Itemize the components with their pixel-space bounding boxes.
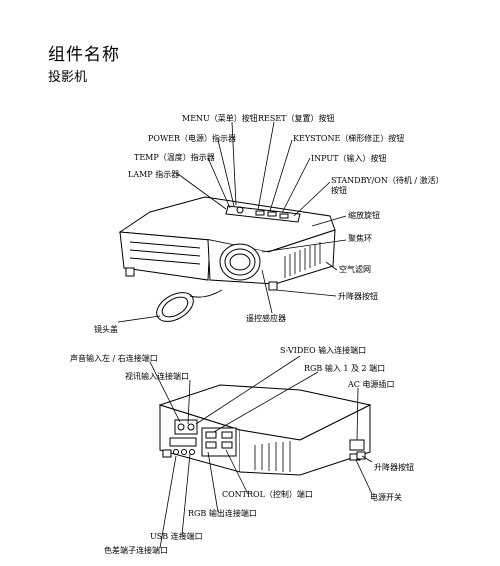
label-power-switch: 电源开关	[370, 493, 402, 502]
label-menu-button: MENU（菜单）按钮	[182, 114, 258, 123]
label-power-indicator: POWER（电源）指示器	[148, 134, 237, 143]
label-control-port: CONTROL（控制）端口	[222, 490, 313, 499]
projector-rear-view-illustration	[158, 384, 372, 476]
label-standby-button: STANDBY/ON（待机 / 激活）	[331, 176, 444, 185]
label-svideo-port: S-VIDEO 输入连接端口	[280, 346, 367, 355]
label-component-port: 色差端子连接端口	[104, 546, 168, 555]
label-ac-inlet: AC 电源插口	[348, 380, 395, 389]
label-reset-button: RESET（复置）按钮	[258, 114, 335, 123]
label-focus-ring: 聚焦环	[348, 234, 372, 243]
label-input-button: INPUT（输入）按钮	[311, 154, 387, 163]
section-subtitle: 投影机	[48, 70, 88, 85]
page-title: 组件名称	[48, 45, 120, 65]
label-temp-indicator: TEMP（温度）指示器	[134, 153, 215, 162]
label-air-filter: 空气滤网	[339, 265, 371, 274]
label-audio-in-port: 声音输入左 / 右连接端口	[70, 354, 158, 363]
label-standby-button-cont: 按钮	[331, 186, 347, 195]
label-lamp-indicator: LAMP 指示器	[128, 170, 180, 179]
label-keystone-button: KEYSTONE（梯形修正）按钮	[293, 134, 405, 143]
label-zoom-knob: 缩放旋钮	[348, 211, 380, 220]
projector-top-view-illustration	[118, 196, 336, 322]
leader-lines-rear	[149, 355, 373, 549]
leader-lines-top	[117, 121, 347, 323]
label-elevator-button-top: 升降器按钮	[338, 292, 378, 301]
label-usb-port: USB 连接端口	[150, 532, 203, 541]
label-video-in-port: 视讯输入连接端口	[125, 372, 189, 381]
label-remote-sensor: 遥控感应器	[246, 314, 286, 323]
label-rgb-in-port: RGB 输入 1 及 2 端口	[304, 364, 386, 373]
label-lens-cap: 镜头盖	[94, 325, 118, 334]
label-rgb-out-port: RGB 输出连接端口	[188, 509, 257, 518]
label-elevator-button-rear: 升降器按钮	[374, 463, 414, 472]
